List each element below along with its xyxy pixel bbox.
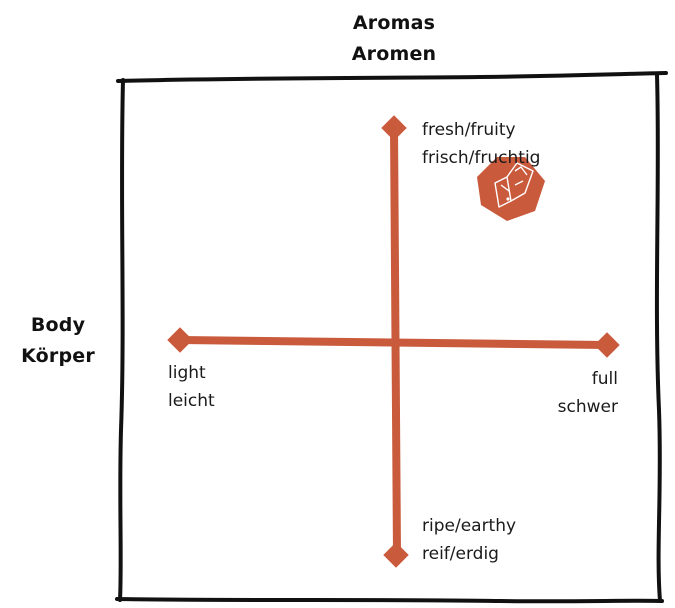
- axes: [176, 124, 611, 559]
- fresh-fruity-label: fresh/fruity frisch/fruchtig: [422, 116, 540, 172]
- fresh-fruity-en: fresh/fruity: [422, 120, 516, 140]
- aromas-axis-title: Aromas Aromen: [294, 8, 494, 70]
- vertical-axis-line: [390, 124, 401, 559]
- endpoint-left-diamond: [167, 327, 193, 353]
- endpoint-right-diamond: [594, 332, 620, 358]
- frame-border: [115, 71, 668, 604]
- body-axis-title: Body Körper: [8, 310, 108, 372]
- aromas-title-de: Aromen: [351, 43, 437, 65]
- light-body-label: light leicht: [168, 359, 215, 415]
- endpoint-bottom-diamond: [383, 542, 409, 568]
- body-title-de: Körper: [21, 345, 95, 367]
- full-body-label: full schwer: [558, 365, 618, 421]
- ripe-earthy-en: ripe/earthy: [422, 516, 517, 536]
- fresh-fruity-de: frisch/fruchtig: [422, 148, 541, 168]
- aromas-title-en: Aromas: [352, 12, 436, 34]
- full-body-de: schwer: [557, 397, 618, 417]
- axis-endpoints: [167, 115, 620, 568]
- light-body-en: light: [168, 363, 206, 383]
- ripe-earthy-label: ripe/earthy reif/erdig: [422, 512, 516, 568]
- ripe-earthy-de: reif/erdig: [422, 544, 499, 564]
- full-body-en: full: [591, 369, 618, 389]
- body-title-en: Body: [30, 314, 86, 336]
- light-body-de: leicht: [168, 391, 215, 411]
- wine-bottles-hexagon-icon: [477, 157, 545, 221]
- endpoint-top-diamond: [381, 115, 407, 141]
